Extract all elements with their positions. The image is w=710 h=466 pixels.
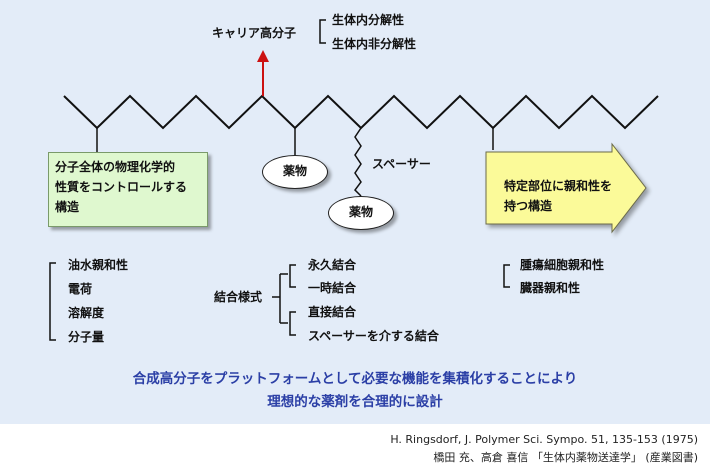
spacer-label: スペーサー (372, 157, 431, 171)
drug-node-spacer: 薬物 (328, 196, 394, 230)
types-bracket (319, 19, 326, 44)
binding-permanent: 永久結合 (308, 258, 357, 272)
summary-line-1: 合成高分子をプラットフォームとして必要な機能を集積化することにより (132, 371, 578, 387)
property-solubility: 溶解度 (68, 306, 105, 320)
carrier-polymer-label: キャリア高分子 (212, 26, 297, 40)
summary-line-2: 理想的な薬剤を合理的に設計 (267, 394, 443, 410)
properties-bracket (49, 262, 56, 341)
binding-direct: 直接結合 (308, 305, 357, 319)
polymer-backbone (63, 94, 659, 130)
reference-hashida: 橋田 充、高倉 喜信 「生体内薬物送達学」 (産業図書) (433, 451, 698, 464)
polymer-type-biodegradable: 生体内分解性 (332, 13, 405, 27)
target-line-1: 特定部位に親和性を (504, 179, 613, 193)
target-arrow-shape (485, 142, 647, 234)
binding-bracket-upper (289, 264, 296, 288)
affinity-organ: 臓器親和性 (520, 281, 581, 295)
polymer-type-nonbiodegradable: 生体内非分解性 (332, 37, 417, 51)
drug-node-direct: 薬物 (262, 155, 328, 189)
binding-bracket-lower (289, 311, 296, 336)
target-line-2: 持つ構造 (504, 199, 553, 213)
affinity-tumor-cell: 腫瘍細胞親和性 (520, 258, 605, 272)
properties-control-box: 分子全体の物理化学的 性質をコントロールする 構造 (48, 152, 208, 227)
binding-mode-label: 結合様式 (214, 290, 263, 304)
property-lipophilicity: 油水親和性 (68, 258, 129, 272)
props-line-1: 分子全体の物理化学的 (55, 160, 176, 174)
property-charge: 電荷 (68, 282, 93, 296)
binding-via-spacer: スペーサーを介する結合 (308, 329, 439, 343)
backbone-arrow-head (257, 50, 269, 62)
props-line-2: 性質をコントロールする (55, 180, 188, 194)
target-affinity-text: 特定部位に親和性を 持つ構造 (498, 172, 628, 220)
spacer-chain (354, 127, 362, 197)
property-molecular-weight: 分子量 (68, 330, 105, 344)
affinity-bracket (503, 264, 510, 288)
binding-temporary: 一時結合 (308, 281, 357, 295)
reference-ringsdorf: H. Ringsdorf, J. Polymer Sci. Sympo. 51,… (390, 433, 698, 446)
props-line-3: 構造 (55, 200, 80, 214)
